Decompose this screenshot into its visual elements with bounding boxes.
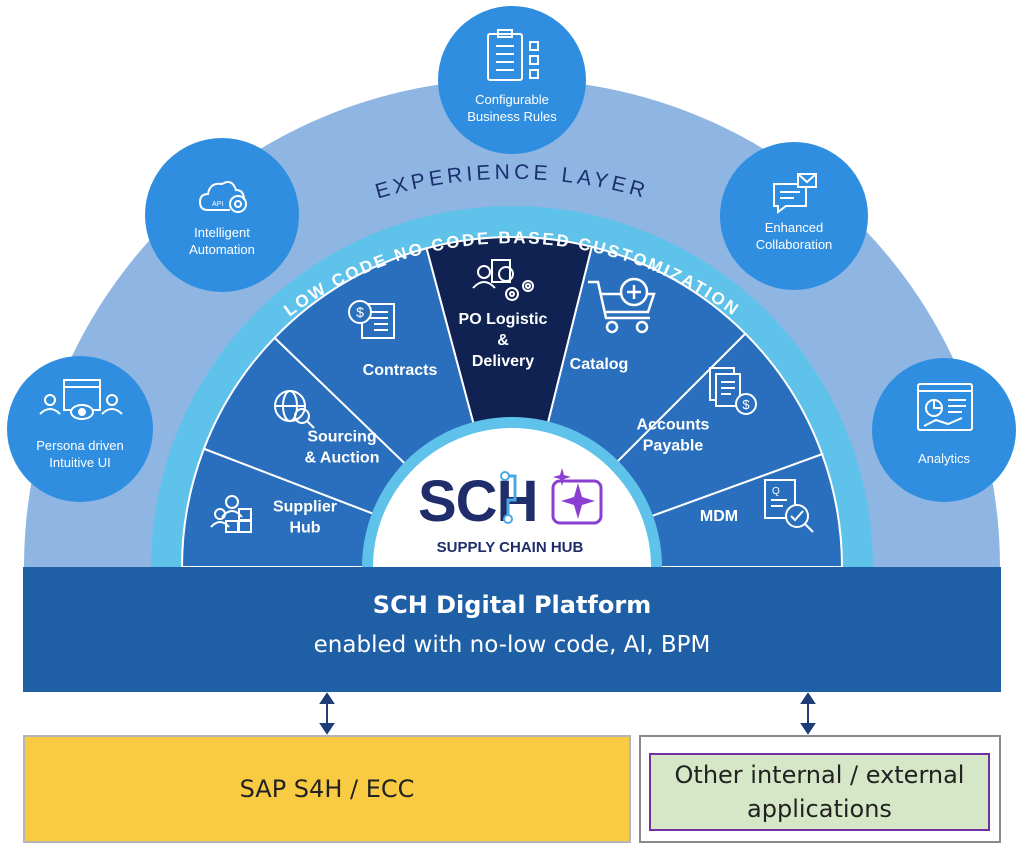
document-check-icon: Q	[764, 479, 814, 533]
cloud-api-gear-icon: API	[198, 181, 247, 213]
other-applications-line-1: Other internal / external	[674, 761, 965, 789]
feature-label-collaboration: Enhanced Collaboration	[755, 220, 833, 252]
svg-text:API: API	[212, 201, 223, 208]
checklist-icon	[487, 29, 539, 81]
logo-ai-frame	[551, 479, 603, 525]
module-label-line: Hub	[289, 520, 320, 537]
cart-add-icon	[588, 277, 656, 334]
module-label-catalog: Catalog	[570, 356, 629, 373]
platform-title: SCH Digital Platform	[372, 591, 652, 619]
globe-search-icon	[274, 390, 315, 429]
invoice-dollar-icon: $	[709, 367, 757, 415]
dashboard-chart-icon	[917, 383, 973, 431]
feature-label-persona: Persona driven Intuitive UI	[36, 438, 124, 470]
sparkle-icon	[553, 468, 571, 486]
other-applications-box: Other internal / external applications	[639, 735, 1001, 843]
other-applications-line-2: applications	[747, 795, 892, 823]
module-label-contracts: Contracts	[363, 362, 438, 379]
feature-label-rules: Configurable Business Rules	[467, 92, 557, 124]
module-label-line: Sourcing	[307, 429, 376, 446]
feature-label-analytics: Analytics	[917, 451, 971, 466]
module-label-po-logistic: PO Logistic & Delivery	[459, 311, 548, 370]
persona-screen-icon	[39, 379, 123, 420]
feature-circle-collaboration	[720, 142, 868, 290]
sch-digital-platform: SCH Digital Platform enabled with no-low…	[23, 567, 1001, 692]
feature-circle-persona	[7, 356, 153, 502]
sparkle-icon	[561, 483, 595, 519]
svg-text:Q: Q	[772, 486, 780, 497]
segment-po-logistic	[425, 236, 594, 571]
sap-system-box: SAP S4H / ECC	[23, 735, 631, 843]
logo-circuit-node	[503, 514, 513, 524]
module-label-line: Payable	[643, 438, 704, 455]
svg-text:$: $	[742, 397, 750, 412]
module-label-line: &	[497, 332, 509, 349]
module-label-line: MDM	[700, 508, 738, 525]
sap-system-label: SAP S4H / ECC	[239, 775, 415, 803]
module-label-mdm: MDM	[700, 508, 738, 525]
contract-document-icon: $	[348, 300, 395, 339]
other-applications-label: Other internal / external applications	[675, 758, 965, 826]
feature-circle-automation	[145, 138, 299, 292]
svg-text:$: $	[356, 304, 364, 320]
module-label-line: Supplier	[273, 499, 337, 516]
people-gears-icon	[472, 259, 534, 301]
sch-logo: SCH	[418, 468, 603, 534]
sch-logo-text: SCH	[418, 469, 537, 534]
module-label-line: & Auction	[305, 450, 380, 467]
other-applications-inner: Other internal / external applications	[649, 753, 990, 831]
module-label-line: Contracts	[363, 362, 438, 379]
module-label-line: PO Logistic	[459, 311, 548, 328]
module-label-line: Accounts	[637, 417, 710, 434]
logo-circuit-line	[505, 474, 517, 518]
chat-mail-icon	[773, 173, 817, 214]
supplier-boxes-icon	[210, 495, 252, 533]
platform-subtitle: enabled with no-low code, AI, BPM	[313, 632, 711, 658]
module-label-line: Delivery	[472, 353, 534, 370]
feature-label-automation: Intelligent Automation	[189, 225, 255, 257]
logo-circuit-node	[500, 471, 510, 481]
module-label-sourcing: Sourcing & Auction	[305, 429, 380, 467]
hub-center	[373, 428, 651, 567]
module-label-line: Catalog	[570, 356, 629, 373]
hub-name: SUPPLY CHAIN HUB	[437, 539, 584, 556]
